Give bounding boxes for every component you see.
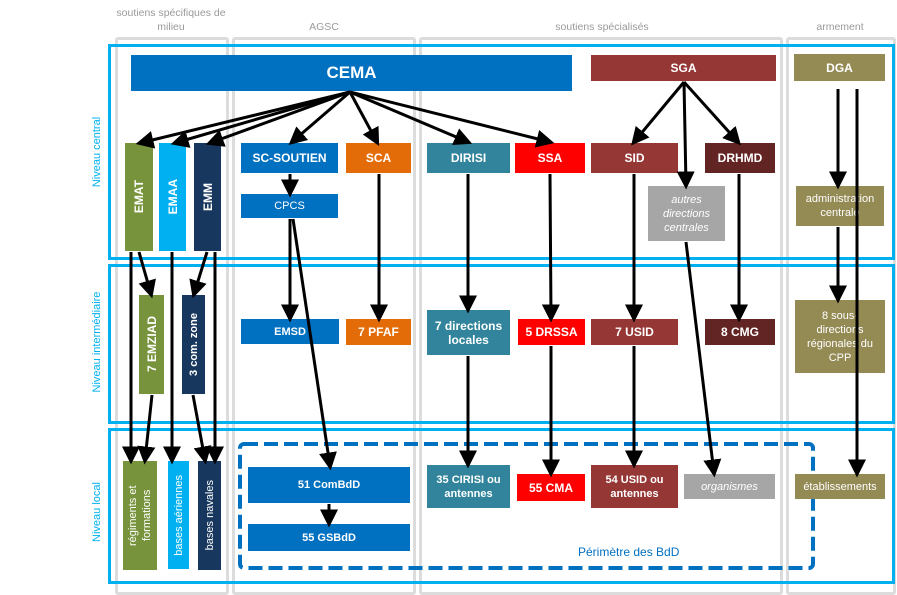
node-emaa[interactable]: EMAA [159, 143, 186, 251]
node-drssa[interactable]: 5 DRSSA [518, 319, 585, 345]
arrow-emat-emziad [137, 251, 156, 299]
arrow-comzone-bases [191, 394, 212, 465]
arrow-cema-sca [348, 91, 380, 146]
node-bases-aeriennes[interactable]: bases aériennes [168, 461, 189, 569]
level-frame-intermediaire [108, 264, 895, 424]
arrow-sga-autres [676, 81, 695, 190]
node-gsbdd[interactable]: 55 GSBdD [248, 524, 410, 551]
node-usid7[interactable]: 7 USID [591, 319, 678, 345]
node-dirisi[interactable]: DIRISI [427, 143, 510, 173]
arrow-cpcs-combdd [291, 218, 337, 471]
node-pfaf[interactable]: 7 PFAF [346, 319, 411, 345]
node-sid[interactable]: SID [591, 143, 678, 173]
column-header-armement: armement [816, 21, 864, 33]
node-regiments[interactable]: régiments et formations [123, 461, 157, 570]
arrow-cema-sc-soutien [288, 90, 351, 145]
arrow-emziad-regiments [137, 394, 156, 465]
node-ssa[interactable]: SSA [515, 143, 585, 173]
arrow-sga-drhmd [682, 80, 742, 146]
node-bases-navales[interactable]: bases navales [198, 461, 221, 570]
column-header-milieu: soutiens spécifiques de milieu [116, 7, 226, 33]
node-drhmd[interactable]: DRHMD [705, 143, 775, 173]
node-sga[interactable]: SGA [591, 55, 776, 81]
level-frame-central [108, 44, 895, 260]
node-sc-soutien[interactable]: SC-SOUTIEN [241, 143, 338, 173]
node-combdd[interactable]: 51 ComBdD [248, 467, 410, 503]
node-dga[interactable]: DGA [794, 54, 885, 81]
level-frame-local [108, 428, 895, 584]
node-cmg[interactable]: 8 CMG [705, 319, 775, 345]
node-usid54[interactable]: 54 USID ou antennes [591, 465, 678, 508]
arrow-emm-comzone [189, 251, 209, 299]
arrow-ssa-drssa [541, 173, 560, 323]
node-organismes[interactable]: organismes [684, 474, 775, 499]
node-emziad[interactable]: 7 EMZIAD [139, 295, 164, 394]
column-header-agsc: AGSC [309, 21, 339, 33]
node-cema[interactable]: CEMA [131, 55, 572, 91]
node-directions-locales[interactable]: 7 directions locales [427, 310, 510, 355]
node-cirisi[interactable]: 35 CIRISI ou antennes [427, 465, 510, 508]
arrow-cema-emaa [170, 90, 351, 148]
arrow-cema-emm [205, 90, 351, 147]
node-autres-directions[interactable]: autres directions centrales [648, 186, 725, 241]
node-emsd[interactable]: EMSD [241, 319, 339, 344]
node-cma[interactable]: 55 CMA [517, 474, 585, 501]
node-com-zone[interactable]: 3 com. zone [182, 295, 205, 394]
node-cpcs[interactable]: CPCS [241, 194, 338, 218]
column-header-specialises: soutiens spécialisés [555, 21, 649, 33]
node-etablissements[interactable]: établissements [795, 474, 885, 499]
arrow-cema-dirisi [349, 90, 473, 146]
arrow-cema-ssa [349, 90, 555, 148]
node-emat[interactable]: EMAT [125, 143, 153, 251]
node-sca[interactable]: SCA [346, 143, 411, 173]
perimetre-label: Périmètre des BdD [578, 545, 680, 559]
node-administration-centrale[interactable]: administration centrale [796, 186, 884, 226]
arrow-autres-organismes [684, 241, 722, 478]
node-emm[interactable]: EMM [194, 143, 221, 251]
arrow-sga-sid [631, 81, 686, 146]
